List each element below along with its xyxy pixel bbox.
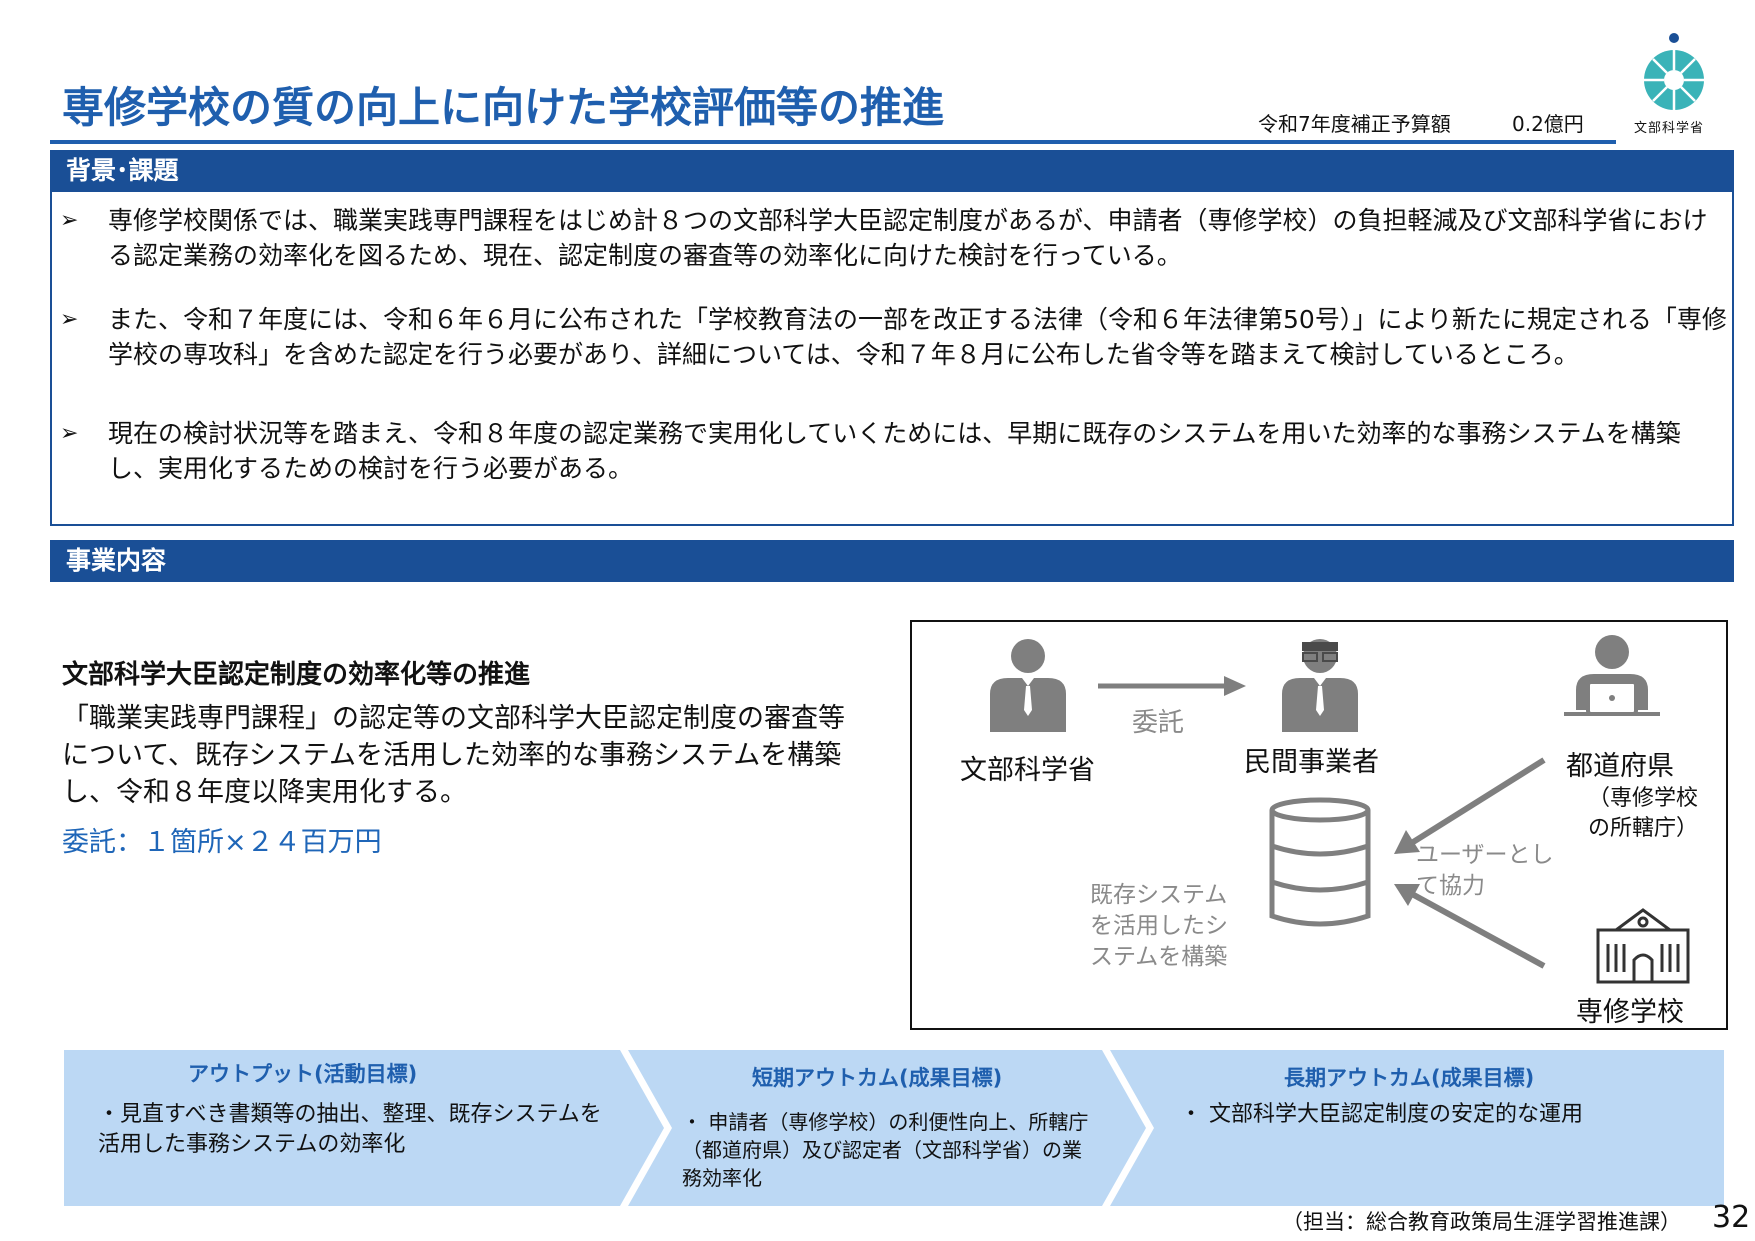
bullet-text: 専修学校関係では、職業実践専門課程をはじめ計８つの文部科学大臣認定制度があるが、… — [108, 206, 1708, 270]
title-underline — [50, 140, 1616, 144]
cooperate-label: ユーザーとして協力 — [1416, 842, 1554, 899]
background-heading: 背景･課題 — [50, 150, 1734, 192]
ministry-logo-icon — [1644, 33, 1704, 110]
business-heading: 事業内容 — [50, 540, 1734, 582]
background-box — [50, 192, 1734, 526]
budget-value: 0.2億円 — [1512, 112, 1584, 136]
background-bullet-1: ➢ 専修学校関係では、職業実践専門課程をはじめ計８つの文部科学大臣認定制度がある… — [60, 203, 1720, 275]
page-title: 専修学校の質の向上に向けた学校評価等の推進 — [62, 83, 945, 132]
ministry-logo-text: 文部科学省 — [1634, 121, 1705, 136]
entrust-label: 委託 — [1132, 708, 1185, 738]
bullet-arrow-icon: ➢ — [60, 208, 79, 233]
background-bullet-2: ➢ また、令和７年度には、令和６年６月に公布された「学校教育法の一部を改正する法… — [60, 302, 1727, 374]
prefecture-label: 都道府県 — [1566, 751, 1674, 782]
system-label: 既存システムを活用したシステムを構築 — [1090, 882, 1228, 970]
prefecture-laptop-person-icon — [1564, 635, 1660, 716]
bullet-arrow-icon: ➢ — [60, 421, 79, 446]
flow-step-1-title: アウトプット(活動目標) — [188, 1062, 418, 1086]
flow-step-3-title: 長期アウトカム(成果目標) — [1284, 1066, 1535, 1090]
contact-note: （担当：総合教育政策局生涯学習推進課） — [1282, 1210, 1681, 1234]
ministry-label: 文部科学省 — [960, 755, 1095, 786]
page-number: 32 — [1712, 1200, 1751, 1235]
private-business-person-icon — [1282, 639, 1358, 732]
entrust-amount: 委託：１箇所×２４百万円 — [62, 827, 382, 858]
school-label: 専修学校 — [1576, 997, 1684, 1028]
background-bullet-3: ➢ 現在の検討状況等を踏まえ、令和８年度の認定業務で実用化していくためには、早期… — [60, 416, 1720, 488]
flow-step-2-title: 短期アウトカム(成果目標) — [752, 1066, 1003, 1090]
ministry-person-icon — [990, 639, 1066, 732]
school-building-icon — [1596, 908, 1690, 984]
bullet-arrow-icon: ➢ — [60, 307, 79, 332]
flow-step-3-text: ・ 文部科学大臣認定制度の安定的な運用 — [1180, 1102, 1583, 1127]
private-business-label: 民間事業者 — [1244, 747, 1379, 778]
cooperate-arrows-icon — [1394, 757, 1546, 969]
entrust-arrow-icon — [1098, 676, 1246, 696]
database-icon — [1269, 797, 1371, 927]
flow-step-1-text: ・見直すべき書類等の抽出、整理、既存システムを活用した事務システムの効率化 — [98, 1102, 602, 1157]
outcome-flow-background — [64, 1050, 1724, 1206]
prefecture-sub-label: （専修学校の所轄庁） — [1587, 786, 1698, 841]
bullet-text: 現在の検討状況等を踏まえ、令和８年度の認定業務で実用化していくためには、早期に既… — [108, 419, 1681, 483]
scheme-diagram: 委託 文部科学省 民間事業者 都道府県 （専修学校の所轄庁） 既存システムを活用… — [910, 620, 1728, 1030]
business-sub-title: 文部科学大臣認定制度の効率化等の推進 — [62, 660, 531, 690]
bullet-text: また、令和７年度には、令和６年６月に公布された「学校教育法の一部を改正する法律（… — [108, 305, 1727, 369]
flow-step-2-text: ・ 申請者（専修学校）の利便性向上、所轄庁（都道府県）及び認定者（文部科学省）の… — [682, 1110, 1089, 1190]
business-body: 「職業実践専門課程」の認定等の文部科学大臣認定制度の審査等について、既存システム… — [62, 703, 845, 808]
budget-label: 令和7年度補正予算額 — [1258, 112, 1451, 136]
